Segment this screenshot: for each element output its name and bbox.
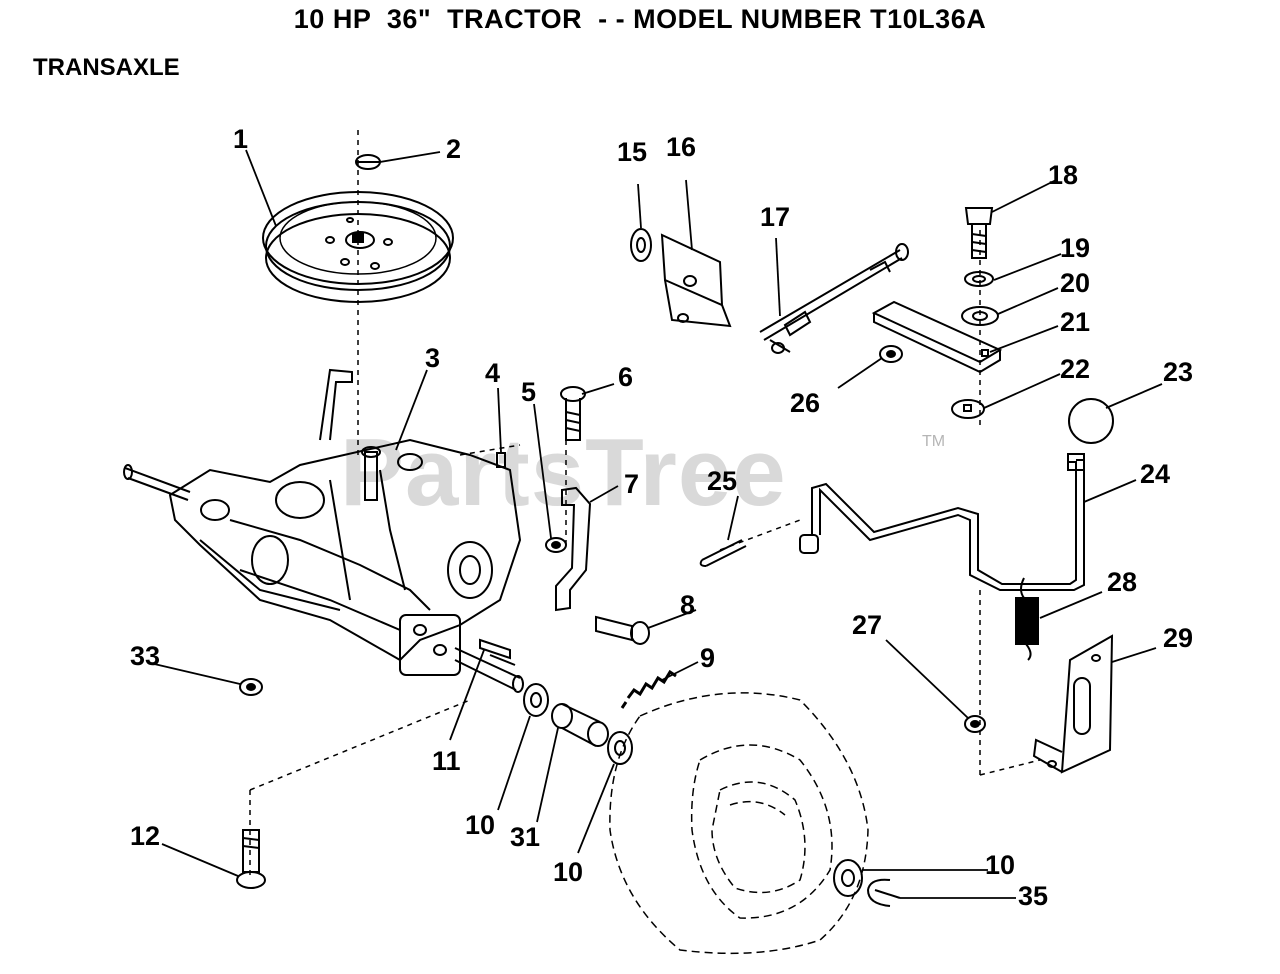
callout-18: 18 <box>1048 160 1078 190</box>
hex-bolt <box>595 615 650 645</box>
washer-right <box>833 859 863 897</box>
lock-washer <box>964 271 994 287</box>
callout-16: 16 <box>666 132 696 162</box>
callout-10-left: 10 <box>465 810 495 840</box>
callout-5: 5 <box>521 377 536 407</box>
flat-washer <box>961 306 999 326</box>
washer-left <box>523 683 549 717</box>
pulley <box>262 191 454 303</box>
callout-22: 22 <box>1060 354 1090 384</box>
callout-7: 7 <box>624 469 639 499</box>
callout-9: 9 <box>700 643 715 673</box>
shift-knob <box>1068 398 1114 444</box>
page-title: 10 HP 36" TRACTOR - - MODEL NUMBER T10L3… <box>293 4 987 34</box>
cotter-pin <box>699 539 747 567</box>
key <box>496 452 506 468</box>
section-title: TRANSAXLE <box>33 54 180 81</box>
lock-nut <box>239 678 263 696</box>
callout-11: 11 <box>432 746 461 776</box>
nut-27 <box>964 715 986 733</box>
extension-spring <box>1015 577 1039 661</box>
e-clip <box>866 878 901 907</box>
watermark-trademark: TM <box>922 433 946 450</box>
shift-bracket <box>555 486 592 612</box>
shift-plate <box>871 300 1003 374</box>
washer-15 <box>630 228 652 262</box>
rear-tire <box>609 692 869 955</box>
angle-bracket <box>660 233 732 328</box>
spacer <box>551 703 609 747</box>
watermark: PartsTree <box>340 419 787 526</box>
pulley-key <box>355 154 381 170</box>
callout-35: 35 <box>1018 881 1048 911</box>
spring-bracket <box>1032 634 1114 774</box>
callout-24: 24 <box>1140 459 1170 489</box>
washer-middle <box>607 731 633 765</box>
callout-10-right: 10 <box>985 850 1015 880</box>
callout-29: 29 <box>1163 623 1193 653</box>
callout-3: 3 <box>425 343 440 373</box>
callout-labels: 1 2 3 4 5 6 7 8 9 10 11 12 15 16 17 18 1… <box>130 124 1193 911</box>
callout-12: 12 <box>130 821 160 851</box>
callout-25: 25 <box>707 466 737 496</box>
callout-26: 26 <box>790 388 820 418</box>
square-hole-washer <box>951 399 985 419</box>
callout-31: 31 <box>510 822 540 852</box>
callout-4: 4 <box>485 358 500 388</box>
carriage-bolt <box>560 386 586 441</box>
callout-33: 33 <box>130 641 160 671</box>
callout-20: 20 <box>1060 268 1090 298</box>
callout-2: 2 <box>446 134 461 164</box>
nut <box>545 537 567 553</box>
axle-key <box>479 638 516 666</box>
nut-26 <box>879 345 903 363</box>
callout-17: 17 <box>760 202 790 232</box>
shift-lever <box>799 453 1085 591</box>
callout-19: 19 <box>1060 233 1090 263</box>
callout-21: 21 <box>1060 307 1090 337</box>
spring-small <box>620 669 677 709</box>
leader-lines <box>149 149 1163 899</box>
callout-10-middle: 10 <box>553 857 583 887</box>
callout-28: 28 <box>1107 567 1137 597</box>
callout-6: 6 <box>618 362 633 392</box>
callout-15: 15 <box>617 137 647 167</box>
shift-rod <box>759 243 909 354</box>
bolt-18 <box>964 207 994 259</box>
callout-8: 8 <box>680 590 695 620</box>
callout-27: 27 <box>852 610 882 640</box>
transaxle-housing <box>123 368 524 693</box>
callout-1: 1 <box>233 124 248 154</box>
shoulder-bolt <box>236 829 266 889</box>
callout-23: 23 <box>1163 357 1193 387</box>
